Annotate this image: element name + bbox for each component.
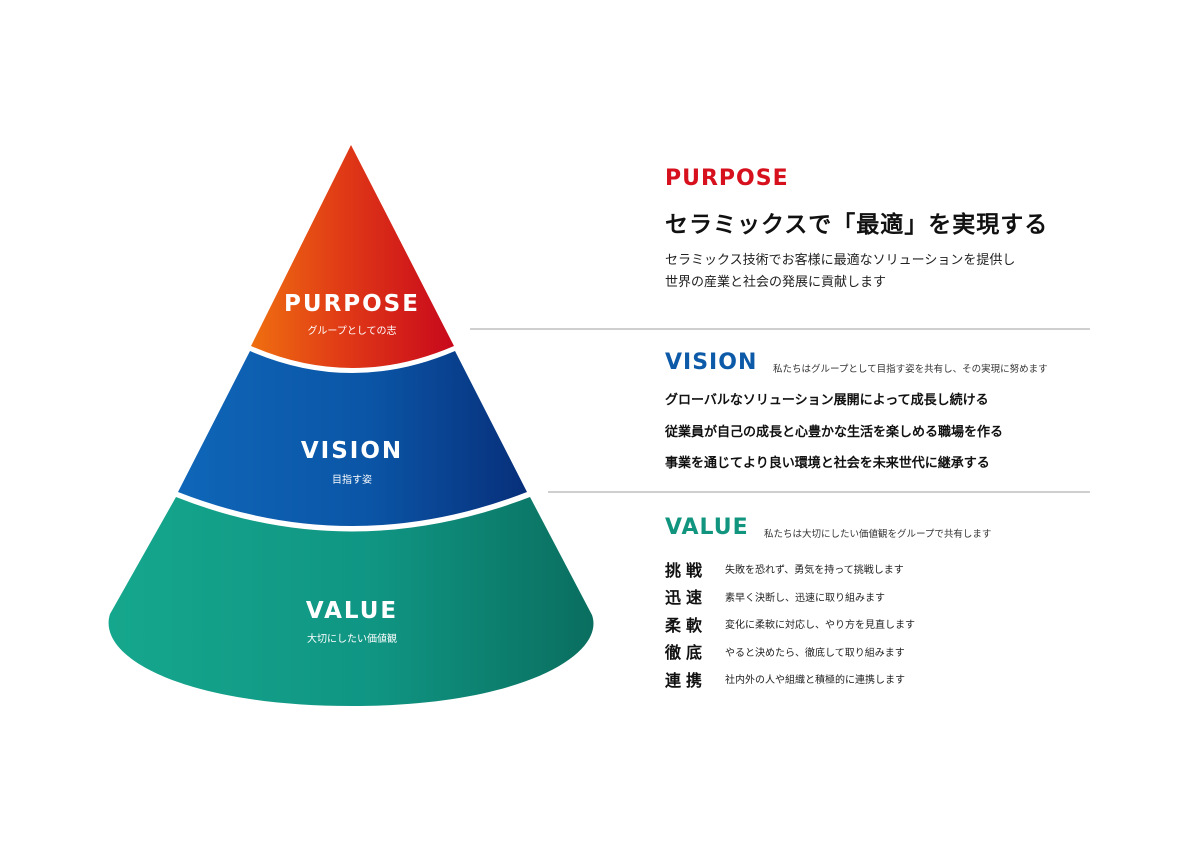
- pyramid-vision-title: VISION: [301, 438, 403, 464]
- value-item: 挑戦 失敗を恐れず、勇気を持って挑戦します: [665, 555, 915, 583]
- value-item: 連携 社内外の人や組織と積極的に連携します: [665, 665, 915, 693]
- vision-item: 従業員が自己の成長と心豊かな生活を楽しめる職場を作る: [665, 424, 1004, 440]
- purpose-lead: セラミックスで「最適」を実現する: [665, 212, 1049, 238]
- vision-heading: VISION: [665, 350, 758, 375]
- vision-item: 事業を通じてより良い環境と社会を未来世代に継承する: [665, 456, 990, 471]
- value-item-desc: 変化に柔軟に対応し、やり方を見直します: [725, 620, 915, 632]
- value-list: 挑戦 失敗を恐れず、勇気を持って挑戦します 迅速 素早く決断し、迅速に取り組みま…: [665, 555, 915, 693]
- value-item-desc: 失敗を恐れず、勇気を持って挑戦します: [725, 565, 904, 577]
- value-item-desc: 社内外の人や組織と積極的に連携します: [725, 675, 905, 687]
- purpose-heading: PURPOSE: [665, 166, 789, 191]
- pyramid-value-subtitle: 大切にしたい価値観: [307, 632, 397, 645]
- vision-item: グローバルなソリューション展開によって成長し続ける: [665, 393, 989, 408]
- pyramid-value-title: VALUE: [306, 598, 398, 624]
- value-item: 迅速 素早く決断し、迅速に取り組みます: [665, 583, 915, 611]
- pyramid-value-tier: [108, 497, 594, 706]
- purpose-desc-line: 世界の産業と社会の発展に貢献します: [665, 275, 887, 290]
- pyramid-vision-subtitle: 目指す姿: [332, 473, 372, 486]
- value-subtitle: 私たちは大切にしたい価値観をグループで共有します: [764, 529, 992, 540]
- value-item-word: 柔軟: [665, 615, 708, 635]
- purpose-description: セラミックス技術でお客様に最適なソリューションを提供し 世界の産業と社会の発展に…: [665, 250, 1015, 294]
- value-item-word: 挑戦: [665, 560, 708, 580]
- value-item: 徹底 やると決めたら、徹底して取り組みます: [665, 638, 915, 666]
- pyramid-purpose-tier: [251, 145, 454, 368]
- pyramid-purpose-subtitle: グループとしての志: [307, 324, 396, 337]
- value-heading: VALUE: [665, 515, 749, 540]
- vision-list: グローバルなソリューション展開によって成長し続ける 従業員が自己の成長と心豊かな…: [665, 391, 1003, 486]
- pyramid-vision-tier: [178, 351, 527, 526]
- value-item-word: 連携: [665, 670, 708, 690]
- pyramid-purpose-title: PURPOSE: [284, 291, 420, 317]
- vision-subtitle: 私たちはグループとして目指す姿を共有し、その実現に努めます: [773, 364, 1048, 375]
- value-item-word: 徹底: [665, 643, 708, 663]
- divider-vision-value: [548, 491, 1090, 493]
- purpose-desc-line: セラミックス技術でお客様に最適なソリューションを提供し: [665, 253, 1016, 268]
- value-item-desc: 素早く決断し、迅速に取り組みます: [725, 592, 885, 604]
- value-item-desc: やると決めたら、徹底して取り組みます: [725, 647, 905, 659]
- value-item-word: 迅速: [665, 588, 708, 608]
- divider-purpose-vision: [470, 328, 1090, 330]
- value-item: 柔軟 変化に柔軟に対応し、やり方を見直します: [665, 610, 915, 638]
